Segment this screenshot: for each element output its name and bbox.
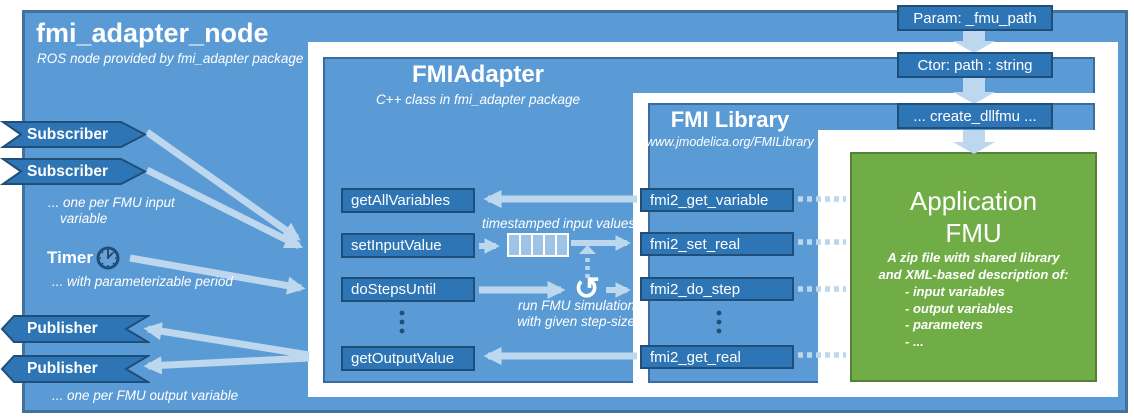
subscriber1-label: Subscriber	[27, 125, 108, 143]
loop-note: run FMU simulation with given step-size	[495, 298, 635, 329]
timer-note: ... with parameterizable period	[52, 274, 233, 289]
page-subtitle: ROS node provided by fmi_adapter package	[37, 51, 304, 66]
publisher1-label: Publisher	[27, 320, 98, 337]
queue-cell	[533, 235, 543, 255]
fn-label: fmi2_get_real	[650, 348, 741, 366]
fmu-title-line1: Application	[909, 186, 1038, 216]
param-node: Param: _fmu_path	[897, 5, 1053, 31]
page-title: fmi_adapter_node	[36, 18, 269, 48]
fn-fmi2-set-real: fmi2_set_real	[640, 232, 794, 256]
publisher-arrows	[143, 322, 310, 375]
fn-fmi2-get-variable: fmi2_get_variable	[640, 188, 794, 212]
timer-label: Timer	[47, 248, 93, 267]
queue-loop-connector	[579, 245, 596, 279]
fmu-desc-line1: A zip file with shared library	[887, 250, 1060, 265]
queue-cell	[557, 235, 567, 255]
library-ellipsis-icon	[716, 310, 722, 334]
fmu-item: - input variables	[905, 284, 1005, 299]
param-label: Param: _fmu_path	[913, 9, 1037, 27]
method-getallvariables: getAllVariables	[341, 188, 475, 213]
queue-label: timestamped input values	[482, 216, 636, 231]
fn-label: fmi2_set_real	[650, 235, 741, 253]
publisher2-shape	[0, 355, 150, 383]
method-label: getAllVariables	[351, 192, 450, 209]
fmiadapter-title: FMIAdapter	[412, 61, 544, 88]
fmu-item-list: - input variables - output variables - p…	[905, 284, 1013, 350]
queue-cell	[521, 235, 531, 255]
fmu-item: - ...	[905, 333, 924, 349]
method-label: getOutputValue	[351, 350, 455, 367]
subscriber1-shape	[0, 121, 148, 148]
method-label: setInputValue	[351, 237, 442, 254]
ctor-node: Ctor: path : string	[897, 52, 1053, 78]
fmu-dotted-links	[798, 196, 846, 358]
fmu-item: - output variables	[905, 300, 1014, 316]
method-setinputvalue: setInputValue	[341, 233, 475, 258]
method-label: doStepsUntil	[351, 281, 437, 298]
fn-label: fmi2_do_step	[650, 280, 741, 298]
loop-note-line2: with given step-size	[517, 313, 635, 329]
method-getoutputvalue: getOutputValue	[341, 346, 475, 371]
fmu-title-line2: FMU	[945, 218, 1002, 248]
loop-icon: ↺	[574, 271, 600, 306]
publisher2-label: Publisher	[27, 360, 98, 377]
queue-cell	[509, 235, 519, 255]
publisher-note: ... one per FMU output variable	[52, 388, 239, 403]
input-queue-icon	[507, 233, 569, 257]
queue-cell	[545, 235, 555, 255]
fn-fmi2-get-real: fmi2_get_real	[640, 345, 794, 369]
fmilibrary-title: FMI Library	[670, 107, 790, 132]
loop-note-line1: run FMU simulation	[517, 298, 635, 313]
adapter-ellipsis-icon	[399, 310, 405, 334]
fmu-item: - parameters	[905, 317, 984, 332]
publisher1-shape	[0, 315, 150, 343]
ctor-label: Ctor: path : string	[917, 56, 1033, 74]
method-dostepsuntil: doStepsUntil	[341, 277, 475, 302]
application-fmu-box	[850, 152, 1097, 382]
init-flow-arrows	[953, 31, 995, 154]
fmiadapter-subtitle: C++ class in fmi_adapter package	[375, 92, 581, 107]
fmilibrary-subtitle: www.jmodelica.org/FMILibrary	[646, 135, 814, 149]
fn-fmi2-do-step: fmi2_do_step	[640, 277, 794, 301]
subscriber2-shape	[0, 158, 148, 185]
subscriber-note-line2: variable	[60, 211, 108, 226]
fmu-description: A zip file with shared library and XML-b…	[850, 250, 1097, 283]
create-node: ... create_dllfmu ...	[897, 103, 1053, 129]
subscriber-note-line1: ... one per FMU input	[48, 195, 175, 210]
timer-arrow	[129, 254, 306, 295]
create-label: ... create_dllfmu ...	[913, 107, 1037, 125]
fn-label: fmi2_get_variable	[650, 191, 769, 209]
fmu-desc-line2: and XML-based description of:	[878, 266, 1069, 282]
subscriber2-label: Subscriber	[27, 162, 108, 180]
subscriber-arrows	[144, 129, 304, 250]
subscriber-note: ... one per FMU input variable	[48, 195, 175, 227]
clock-icon	[96, 246, 120, 270]
